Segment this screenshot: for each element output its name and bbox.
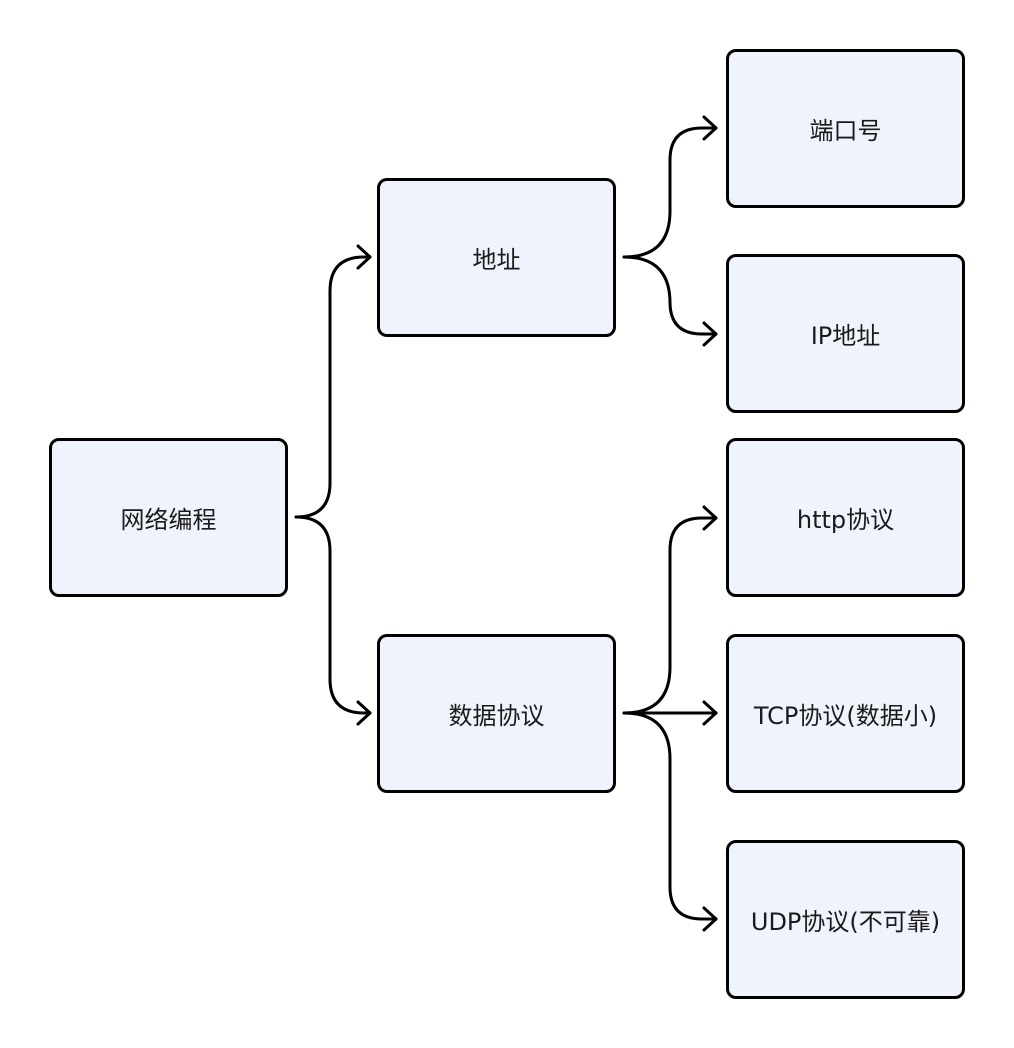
node-label: 端口号 [809, 117, 882, 145]
node-label: 网络编程 [120, 506, 217, 534]
node-port-number[interactable]: 端口号 [726, 49, 965, 208]
node-data-protocol[interactable]: 数据协议 [377, 634, 616, 793]
arrow-root-address [356, 244, 372, 270]
edge-root-data [294, 515, 372, 715]
node-address[interactable]: 地址 [377, 178, 616, 337]
edge-data-udp [622, 711, 718, 921]
edge-address-ip [622, 255, 718, 336]
arrow-data-udp [702, 906, 718, 932]
node-http-protocol[interactable]: http协议 [726, 438, 965, 597]
arrow-data-tcp [702, 700, 718, 726]
edge-root-address [294, 255, 372, 519]
node-network-programming[interactable]: 网络编程 [49, 438, 288, 597]
node-label: UDP协议(不可靠) [750, 908, 941, 936]
node-label: 数据协议 [448, 702, 545, 730]
node-tcp-protocol[interactable]: TCP协议(数据小) [726, 634, 965, 793]
edge-data-http [622, 516, 718, 715]
arrow-root-data [356, 700, 372, 726]
node-label: TCP协议(数据小) [753, 702, 938, 730]
node-label: 地址 [472, 246, 521, 274]
arrow-address-port [702, 115, 718, 141]
node-label: IP地址 [810, 322, 881, 350]
edge-address-port [622, 126, 718, 259]
node-ip-address[interactable]: IP地址 [726, 254, 965, 413]
node-udp-protocol[interactable]: UDP协议(不可靠) [726, 840, 965, 999]
node-label: http协议 [796, 506, 895, 534]
arrow-data-http [702, 505, 718, 531]
arrow-address-ip [702, 321, 718, 347]
